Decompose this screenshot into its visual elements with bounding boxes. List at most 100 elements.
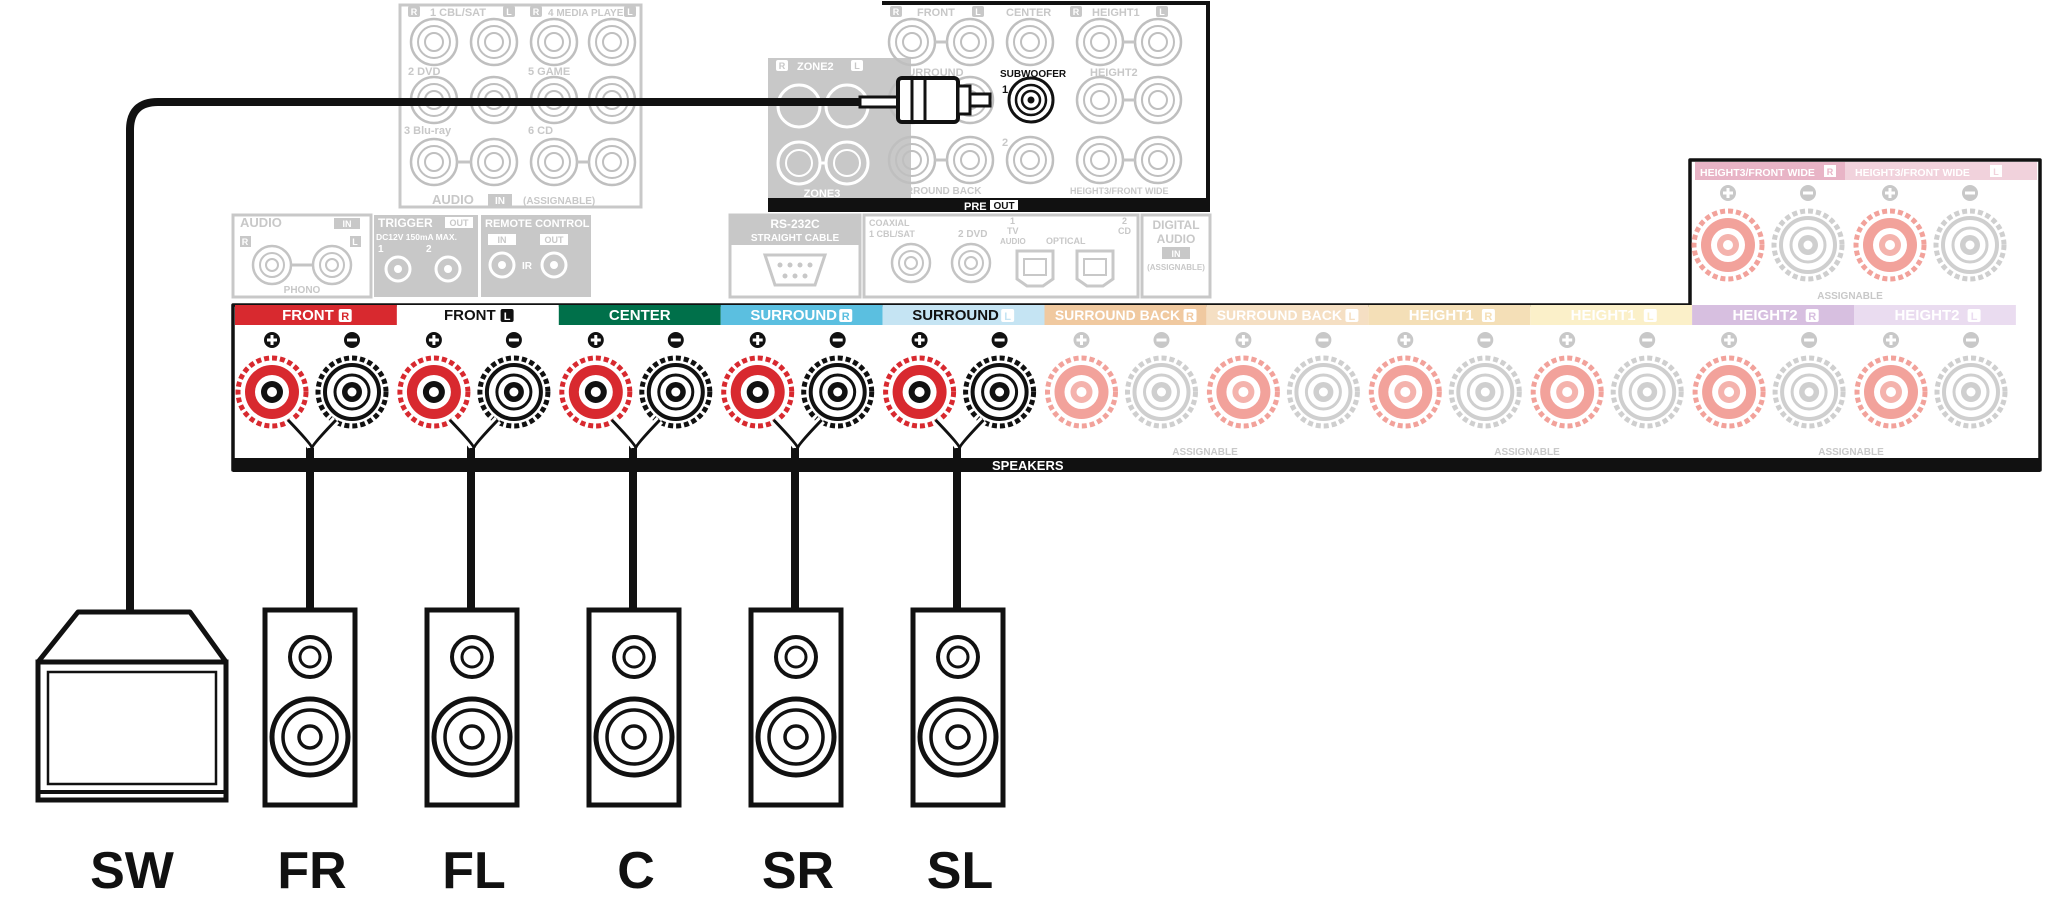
label-height3-front-wide: HEIGHT3/FRONT WIDE — [1070, 186, 1169, 196]
label-assignable: (ASSIGNABLE) — [523, 196, 595, 207]
r-badge: R — [893, 7, 900, 17]
label-digital-assignable: (ASSIGNABLE) — [1147, 263, 1205, 272]
terminal-post-positive — [1371, 358, 1439, 426]
label-assignable-sb: ASSIGNABLE — [1172, 447, 1238, 458]
terminal-sb-r — [1048, 332, 1196, 426]
r-badge: R — [1073, 7, 1080, 17]
r-badge: R — [1827, 167, 1834, 177]
terminal-post-negative[interactable] — [804, 358, 872, 426]
channel-label-front-l: FRONT — [444, 307, 496, 324]
label-subwoofer-1: 1 — [1002, 84, 1008, 96]
label-pre: PRE — [964, 201, 987, 213]
terminal-h1-l — [1533, 332, 1681, 426]
terminal-post-positive[interactable] — [886, 358, 954, 426]
terminal-post-positive[interactable] — [238, 358, 306, 426]
l-badge: L — [627, 7, 633, 17]
terminal-post-negative[interactable] — [966, 358, 1034, 426]
label-front: FRONT — [917, 7, 955, 19]
channel-label-front-r: FRONT — [282, 307, 334, 324]
terminal-post-positive[interactable] — [400, 358, 468, 426]
jumper-front-l — [446, 416, 502, 450]
terminal-surround-r[interactable] — [724, 332, 872, 426]
speaker-c — [589, 610, 679, 805]
label-audio-phono: AUDIO — [240, 215, 282, 230]
terminal-post-negative[interactable] — [642, 358, 710, 426]
terminal-h1-r — [1371, 332, 1519, 426]
channel-label-center: CENTER — [609, 307, 671, 324]
channel-side-sb-l: L — [1349, 311, 1356, 323]
label-bluray: 3 Blu-ray — [404, 125, 452, 137]
label-opt-tv-audio: AUDIO — [1000, 237, 1026, 246]
speaker-sr — [751, 610, 841, 805]
label-cbl-sat: 1 CBL/SAT — [430, 7, 486, 19]
out-badge: OUT — [545, 235, 565, 245]
channel-side-surround-l: L — [1004, 311, 1011, 323]
channel-side-h2-l: L — [1971, 311, 1978, 323]
label-digital-audio: AUDIO — [1157, 232, 1196, 246]
label-rs232c: RS-232C — [770, 217, 820, 231]
label-coaxial: COAXIAL — [869, 218, 910, 228]
label-subwoofer-2: 2 — [1002, 137, 1008, 149]
channel-side-front-l: L — [504, 311, 511, 323]
channel-side-h1-r: R — [1484, 311, 1492, 323]
label-trigger-2: 2 — [426, 244, 432, 255]
terminal-post-positive — [1857, 358, 1925, 426]
minus-icon — [344, 332, 360, 348]
terminal-post-positive — [1533, 358, 1601, 426]
minus-icon — [667, 332, 684, 348]
subwoofer-out-jack[interactable] — [1007, 76, 1055, 124]
terminal-post-negative — [1775, 358, 1843, 426]
l-badge: L — [506, 7, 512, 17]
channel-header-center: CENTER — [558, 305, 721, 325]
terminal-jumpers — [284, 416, 987, 450]
plus-icon — [587, 332, 604, 348]
channel-side-h2-r: R — [1808, 311, 1816, 323]
pre-out-panel: R ZONE2 L ZONE3 PRE OUT R FRONT L CENTER… — [768, 1, 1210, 213]
terminal-front-l[interactable] — [400, 332, 548, 426]
minus-icon — [1153, 332, 1170, 348]
label-out: OUT — [993, 201, 1014, 212]
terminal-post-positive — [1048, 358, 1116, 426]
channel-label-h2-l: HEIGHT2 — [1894, 307, 1959, 324]
label-trigger: TRIGGER — [378, 216, 433, 230]
in-badge: IN — [343, 219, 352, 229]
channel-side-front-r: R — [341, 311, 349, 323]
label-trigger-spec: DC12V 150mA MAX. — [376, 232, 457, 242]
label-opt-tv-num: 1 — [1010, 216, 1015, 226]
terminal-front-r[interactable] — [238, 332, 386, 426]
in-badge: IN — [495, 196, 505, 207]
label-zone3: ZONE3 — [804, 188, 841, 200]
terminal-center[interactable] — [562, 332, 710, 426]
label-assignable-h1: ASSIGNABLE — [1494, 447, 1560, 458]
channel-side-h1-l: L — [1647, 311, 1654, 323]
channel-header-sb-l: SURROUND BACK L — [1206, 305, 1369, 325]
label-ir: IR — [522, 261, 533, 272]
terminal-post-positive[interactable] — [724, 358, 792, 426]
subwoofer-cable — [126, 98, 888, 612]
label-opt-tv: TV — [1007, 226, 1019, 236]
channel-label-sb-l: SURROUND BACK — [1217, 307, 1342, 323]
terminal-post-positive[interactable] — [562, 358, 630, 426]
label-dvd: 2 DVD — [408, 66, 440, 78]
rca-plug — [858, 76, 992, 124]
l-badge: L — [352, 237, 358, 247]
speaker-labels: SW FR FL C SR SL — [90, 842, 993, 899]
minus-icon — [829, 332, 846, 348]
plus-icon — [1883, 332, 1899, 348]
terminal-post-negative[interactable] — [318, 358, 386, 426]
jumper-center — [608, 416, 664, 450]
channel-side-surround-r: R — [842, 311, 850, 323]
r-badge: R — [242, 237, 249, 247]
channel-header-h2-l: HEIGHT2 L — [1854, 305, 2016, 325]
label-coax-cbl: 1 CBL/SAT — [869, 229, 915, 239]
terminal-post-negative[interactable] — [480, 358, 548, 426]
speaker-label-fl: FL — [442, 842, 506, 899]
zone-panel — [768, 58, 911, 208]
terminal-surround-l[interactable] — [886, 332, 1034, 426]
subwoofer-unit — [35, 609, 229, 803]
minus-icon — [1639, 332, 1656, 348]
terminal-post-negative — [1937, 358, 2005, 426]
